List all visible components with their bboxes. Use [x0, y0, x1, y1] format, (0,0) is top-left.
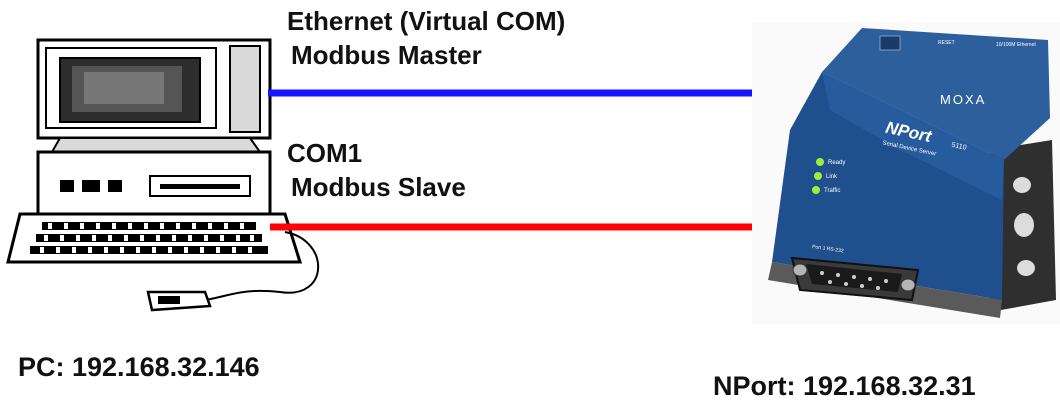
- led-label-link: Link: [826, 174, 838, 180]
- ethernet-label: Ethernet (Virtual COM): [287, 6, 566, 36]
- led-label-ready: Ready: [828, 160, 845, 166]
- pc-computer-icon: [6, 38, 320, 312]
- modbus-slave-label: Modbus Slave: [291, 172, 466, 202]
- modbus-master-label: Modbus Master: [291, 40, 482, 70]
- com1-label: COM1: [287, 138, 363, 168]
- device-brand: MOXA: [940, 92, 986, 107]
- ethernet-port-label: 10/100M Ethernet: [996, 42, 1036, 48]
- nport-address-label: NPort: 192.168.32.31: [713, 371, 976, 401]
- port-label: Port 1 RS-232: [812, 244, 844, 254]
- nport-device-icon: Ready Link Traffic MOXA NPort 5110 Seria…: [752, 22, 1060, 324]
- reset-label: RESET: [938, 40, 955, 46]
- led-label-traffic: Traffic: [824, 188, 840, 194]
- device-model: 5110: [951, 142, 967, 152]
- pc-address-label: PC: 192.168.32.146: [18, 352, 260, 382]
